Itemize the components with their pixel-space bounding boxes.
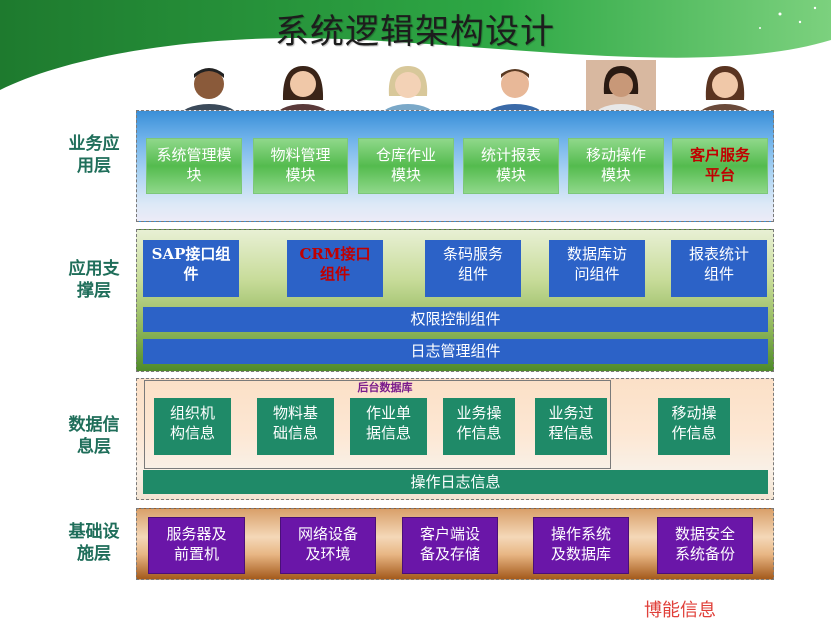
component-barcode-service: 条码服务组件 [425,240,521,297]
module-mobile-operations: 移动操作模块 [568,138,664,194]
data-mobile-operation-info: 移动操作信息 [658,398,730,455]
component-crm-interface: CRM接口组件 [287,240,383,297]
layer-label-business: 业务应用层 [68,134,120,176]
infra-server: 服务器及前置机 [148,517,245,574]
business-layer-panel [136,110,774,222]
brand-name: 博能信息 [644,600,716,621]
layer-label-support: 应用支撑层 [68,259,120,301]
backend-database-label: 后台数据库 [357,381,413,394]
data-organization-info: 组织机构信息 [154,398,231,455]
infra-client-storage: 客户端设备及存储 [402,517,498,574]
infra-os-database: 操作系统及数据库 [533,517,629,574]
component-report-statistics: 报表统计组件 [671,240,767,297]
data-business-process-info: 业务过程信息 [535,398,607,455]
header-swoosh [0,0,831,95]
log-management-bar: 日志管理组件 [143,339,768,364]
layer-label-infrastructure: 基础设施层 [68,522,120,564]
component-database-access: 数据库访问组件 [549,240,645,297]
backend-database-frame [144,380,611,469]
module-customer-service-platform: 客户服务平台 [672,138,768,194]
module-system-management: 系统管理模块 [146,138,242,194]
data-work-order-info: 作业单据信息 [350,398,427,455]
module-warehouse-operations: 仓库作业模块 [358,138,454,194]
data-material-info: 物料基础信息 [257,398,334,455]
infra-network: 网络设备及环境 [280,517,376,574]
operation-log-bar: 操作日志信息 [143,470,768,494]
module-material-management: 物料管理模块 [253,138,348,194]
data-business-operation-info: 业务操作信息 [443,398,515,455]
component-sap-interface: SAP接口组件 [143,240,239,297]
permission-control-bar: 权限控制组件 [143,307,768,332]
layer-label-data: 数据信息层 [68,415,120,457]
module-statistics-report: 统计报表模块 [463,138,559,194]
page-title: 系统逻辑架构设计 [275,12,555,52]
infra-security-backup: 数据安全系统备份 [657,517,753,574]
